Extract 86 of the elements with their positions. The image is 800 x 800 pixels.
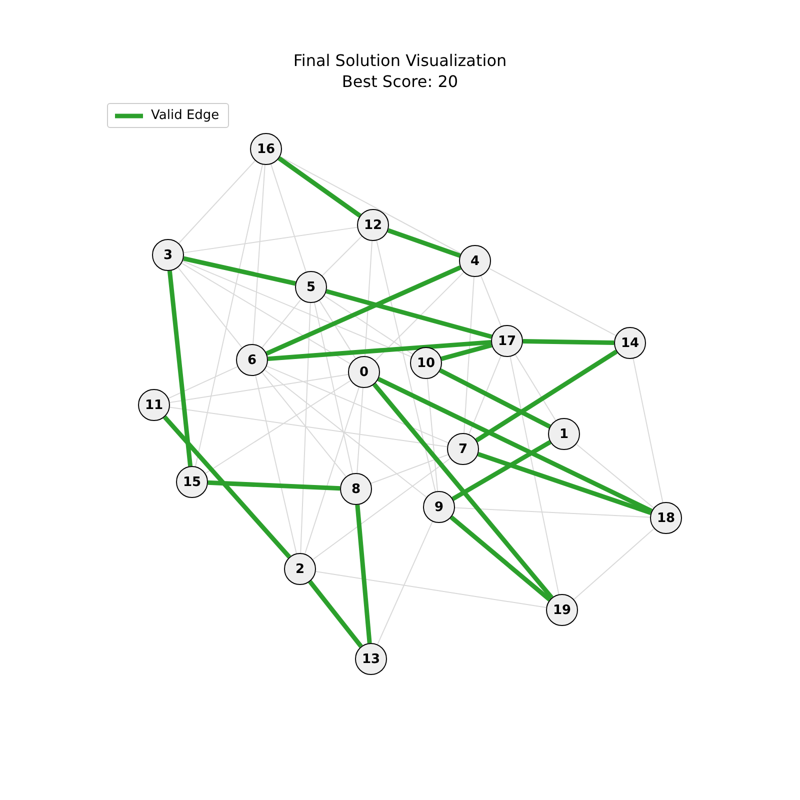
edge-line [204,380,352,474]
highlighted-edge [440,343,492,361]
graph-node: 3 [152,239,184,271]
graph-node: 9 [423,491,455,523]
edge-line [280,156,462,254]
edge-line [426,378,438,492]
edge-line [632,358,664,503]
graph-node: 18 [650,502,682,534]
highlighted-edge [477,452,652,515]
edge-line [304,386,360,554]
graph-node: 0 [348,356,380,388]
graph-node: 15 [176,466,208,498]
edge-line [514,354,556,421]
edge-line [454,507,651,518]
graph-node: 13 [355,643,387,675]
edge-line [318,300,356,359]
highlighted-edge [452,440,552,501]
edge-line [324,295,414,355]
legend-label: Valid Edge [151,108,220,123]
edge-line [255,375,297,554]
edge-line [377,521,433,645]
graph-node: 5 [295,271,327,303]
highlighted-edge [377,376,653,514]
highlighted-edge [183,256,296,286]
edge-line [300,302,311,554]
edge-line [178,267,242,348]
graph-node: 14 [614,327,646,359]
edge-line [182,260,412,358]
graph-node: 2 [284,553,316,585]
highlighted-edge [450,516,552,602]
highlighted-edge [167,270,193,466]
highlighted-edge [522,339,614,345]
edge-line [315,570,547,608]
highlighted-edge [208,480,340,491]
edge-line [169,406,448,448]
edge-line [322,236,362,276]
edge-line [464,276,474,434]
edge-line [262,372,346,478]
highlighted-edge [266,265,462,356]
highlighted-edge [308,580,363,648]
edge-line [314,302,354,474]
highlighted-edge [268,340,492,362]
highlighted-edge [387,228,461,258]
edge-line [376,240,436,492]
graph-node: 16 [250,133,282,165]
highlighted-edge [475,350,618,442]
edge-line [266,366,449,444]
edge-line [468,355,502,435]
edge-line [576,444,654,508]
edge-line [168,366,238,399]
highlighted-edge [326,289,492,339]
edge-line [573,528,655,600]
edge-line [364,240,373,357]
edge-line [356,387,364,474]
edge-line [510,356,560,595]
edge-line [262,298,302,348]
highlighted-edge [372,382,554,600]
edge-line [183,226,358,254]
graph-node: 10 [410,347,442,379]
graph-node: 6 [236,344,268,376]
graph-node: 12 [357,209,389,241]
edge-line [264,369,427,498]
graph-node: 17 [491,325,523,357]
graph-node: 11 [138,389,170,421]
graph-node: 7 [447,433,479,465]
edge-line [312,458,451,560]
edge-line [252,164,266,345]
highlighted-edge [278,156,362,218]
edge-line [488,268,616,336]
graph-node: 1 [548,418,580,450]
edge-line [181,262,351,364]
highlighted-edge [439,368,551,429]
graph-node: 4 [459,245,491,277]
graph-node: 19 [546,594,578,626]
highlighted-edge [355,504,372,644]
highlighted-edge [162,415,292,559]
edge-line [169,374,349,404]
edge-line [194,164,264,467]
edge-line [270,164,307,272]
edge-line [370,454,449,484]
graph-node: 8 [340,473,372,505]
edge-line [178,160,256,244]
subtitle: Best Score: 20 [340,72,460,91]
edge-line [374,272,464,362]
chart-title: Final Solution Visualization [292,51,508,70]
edge-line [480,275,502,327]
